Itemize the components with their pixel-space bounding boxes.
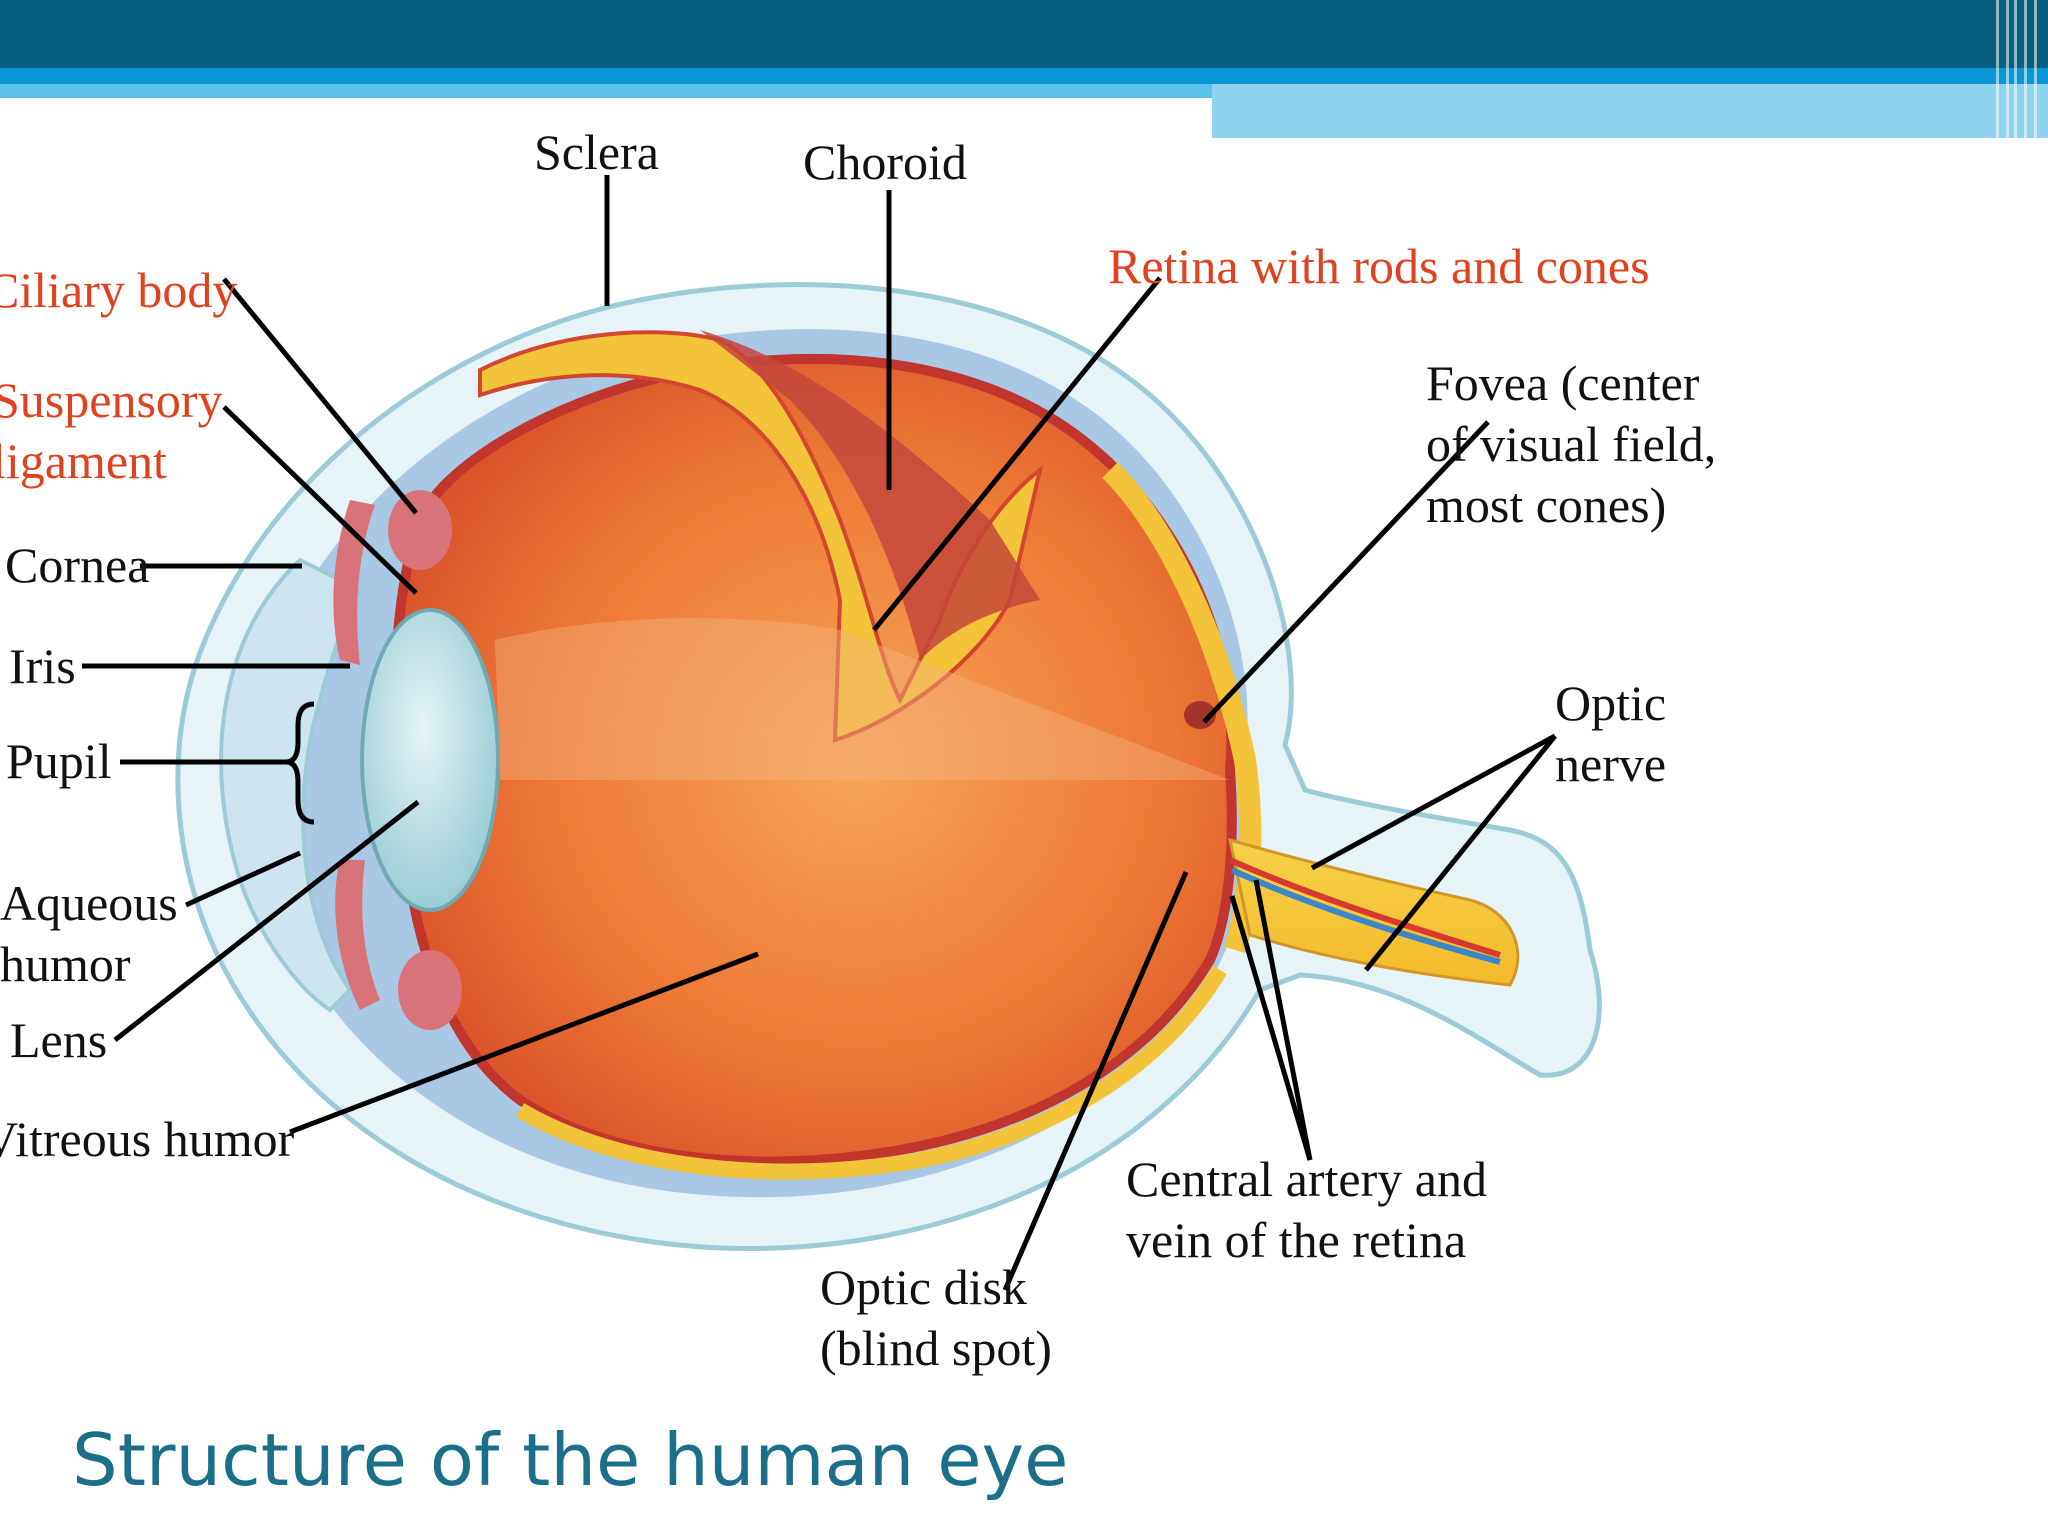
label-pupil: Pupil: [6, 733, 112, 789]
label-cornea: Cornea: [5, 537, 150, 593]
optic-nerve-shape: [1228, 837, 1520, 987]
label-vitreous-humor: Vitreous humor: [0, 1111, 295, 1167]
label-sclera: Sclera: [534, 124, 659, 180]
label-retina: Retina with rods and cones: [1108, 238, 1650, 294]
label-optic-nerve: Optic nerve: [1555, 675, 1667, 792]
cornea-shape: [219, 557, 363, 1013]
slide-accent-strip-light: [0, 84, 1212, 98]
label-fovea: Fovea (center of visual field, most cone…: [1426, 355, 1717, 533]
label-choroid: Choroid: [803, 134, 967, 190]
label-iris: Iris: [9, 638, 76, 694]
slide-corner-stripes: [1990, 0, 2048, 138]
label-suspensory-ligament: Suspensory ligament: [0, 372, 223, 489]
label-lens: Lens: [10, 1012, 108, 1068]
vitreous-body: [390, 330, 1262, 1180]
slide-title: Structure of the human eye: [72, 1418, 1069, 1502]
slide-accent-strip: [0, 68, 2048, 84]
lens-shape: [360, 608, 500, 912]
leader-lines: [82, 175, 1557, 1291]
label-aqueous-humor: Aqueous humor: [0, 875, 178, 992]
label-optic-disk: Optic disk (blind spot): [820, 1259, 1052, 1376]
slide-header-bar: [0, 0, 2048, 68]
slide-accent-block: [1212, 84, 2048, 138]
label-ciliary-body: Ciliary body: [0, 262, 238, 318]
label-central-artery-vein: Central artery and vein of the retina: [1126, 1151, 1487, 1268]
